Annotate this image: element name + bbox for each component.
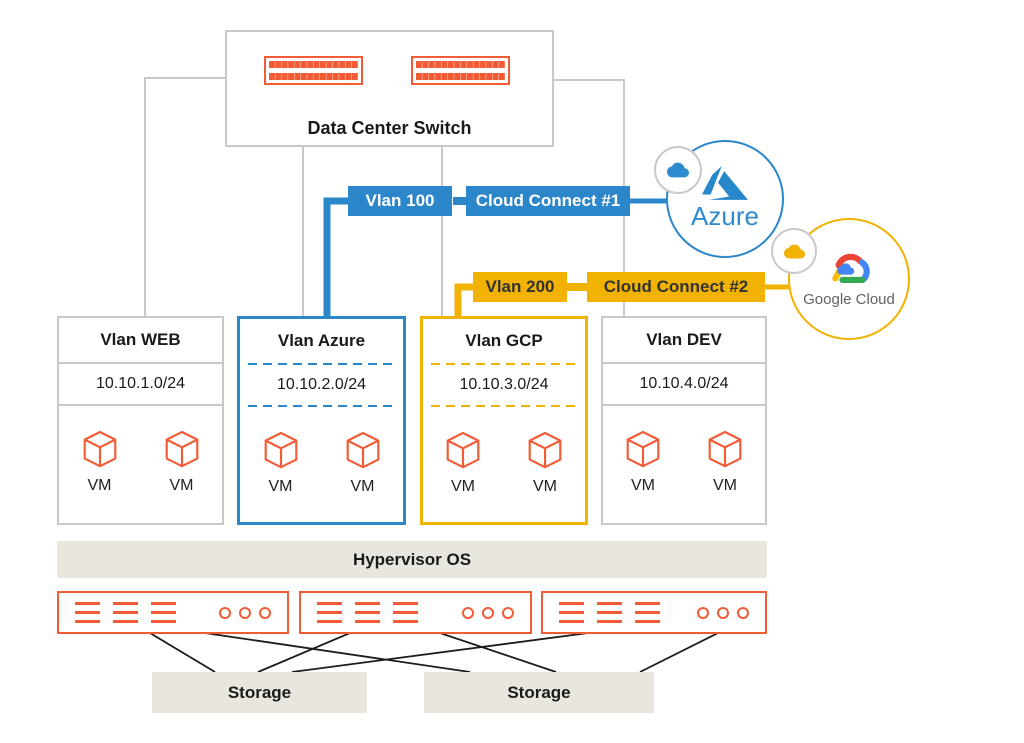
hypervisor-bar: Hypervisor OS	[57, 541, 767, 578]
azure-logo-icon	[702, 166, 748, 200]
storage-label: Storage	[507, 682, 571, 702]
vlan-name: Vlan GCP	[465, 331, 543, 350]
google-cloud-logo-icon	[832, 253, 870, 283]
storage-label: Storage	[227, 682, 292, 702]
vlan-name: Vlan DEV	[646, 330, 722, 349]
switch-port-icon	[411, 56, 510, 85]
cloud-connect-1-label: Cloud Connect #1	[466, 186, 630, 216]
server-vents-icon	[559, 602, 660, 623]
server-node	[541, 591, 767, 634]
switch-port-grid	[269, 61, 358, 80]
cloud-connect-2-label: Cloud Connect #2	[587, 272, 765, 302]
vm-cube-icon	[708, 430, 742, 468]
vm-label: VM	[87, 477, 112, 494]
server-node	[299, 591, 532, 634]
divider	[431, 405, 577, 407]
vlan-subnet: 10.10.4.0/24	[639, 375, 729, 392]
vm-cube-icon	[446, 431, 480, 469]
vm-cube-icon	[346, 431, 379, 469]
vm-node: VM	[82, 430, 118, 495]
divider	[59, 404, 222, 406]
server-vents-icon	[75, 602, 176, 623]
hypervisor-label: Hypervisor OS	[352, 549, 472, 569]
vlan-name: Vlan Azure	[277, 331, 366, 350]
vlan-200-label: Vlan 200	[473, 272, 567, 302]
vm-node: VM	[527, 431, 563, 496]
vm-label: VM	[350, 478, 375, 495]
vlan-gcp-box: Vlan GCP 10.10.3.0/24 VM VM	[420, 316, 588, 525]
switch-label: Data Center Switch	[307, 118, 472, 138]
server-leds-icon	[462, 606, 514, 619]
vm-label: VM	[169, 477, 194, 494]
vlan-subnet: 10.10.3.0/24	[459, 376, 549, 393]
vm-cube-icon	[528, 431, 562, 469]
vm-label: VM	[533, 478, 557, 495]
vlan-name: Vlan WEB	[100, 330, 181, 349]
azure-cloud-badge	[654, 146, 702, 194]
server-node	[57, 591, 289, 634]
storage-node: Storage	[152, 672, 367, 713]
cloud-icon	[783, 244, 805, 258]
divider	[603, 404, 765, 406]
vm-node: VM	[345, 431, 381, 496]
server-storage-links	[149, 632, 719, 673]
vm-node: VM	[263, 431, 299, 496]
switch-port-grid	[416, 61, 505, 80]
vlan-dev-box: Vlan DEV 10.10.4.0/24 VM VM	[601, 316, 767, 525]
divider	[603, 362, 765, 364]
vm-node: VM	[625, 430, 661, 495]
vlan-web-box: Vlan WEB 10.10.1.0/24 VM VM	[57, 316, 224, 525]
vm-cube-icon	[626, 430, 660, 468]
switch-port-icon	[264, 56, 363, 85]
server-leds-icon	[697, 606, 749, 619]
vlan-100-label: Vlan 100	[348, 186, 452, 216]
vm-label: VM	[451, 478, 475, 495]
vlan100-link	[323, 197, 670, 318]
vm-cube-icon	[264, 431, 297, 469]
vm-cube-icon	[83, 430, 116, 468]
vm-label: VM	[713, 477, 737, 494]
vm-node: VM	[164, 430, 200, 495]
vlan-azure-box: Vlan Azure 10.10.2.0/24 VM VM	[237, 316, 406, 525]
azure-name: Azure	[691, 201, 759, 231]
divider	[248, 363, 395, 365]
divider	[248, 405, 395, 407]
divider	[431, 363, 577, 365]
cloud-icon	[667, 162, 689, 178]
storage-node: Storage	[424, 672, 654, 713]
vm-label: VM	[268, 478, 293, 495]
google-cloud-badge	[771, 228, 817, 274]
vm-node: VM	[707, 430, 743, 495]
vm-label: VM	[631, 477, 655, 494]
server-vents-icon	[317, 602, 418, 623]
server-leds-icon	[219, 606, 271, 619]
data-center-switch-node: Data Center Switch	[225, 30, 554, 147]
vlan-subnet: 10.10.2.0/24	[277, 376, 366, 393]
vm-node: VM	[445, 431, 481, 496]
vm-cube-icon	[165, 430, 198, 468]
vlan-subnet: 10.10.1.0/24	[96, 375, 185, 392]
switch-vlan-links	[144, 77, 625, 316]
divider	[59, 362, 222, 364]
google-cloud-name: Google Cloud	[803, 290, 895, 308]
